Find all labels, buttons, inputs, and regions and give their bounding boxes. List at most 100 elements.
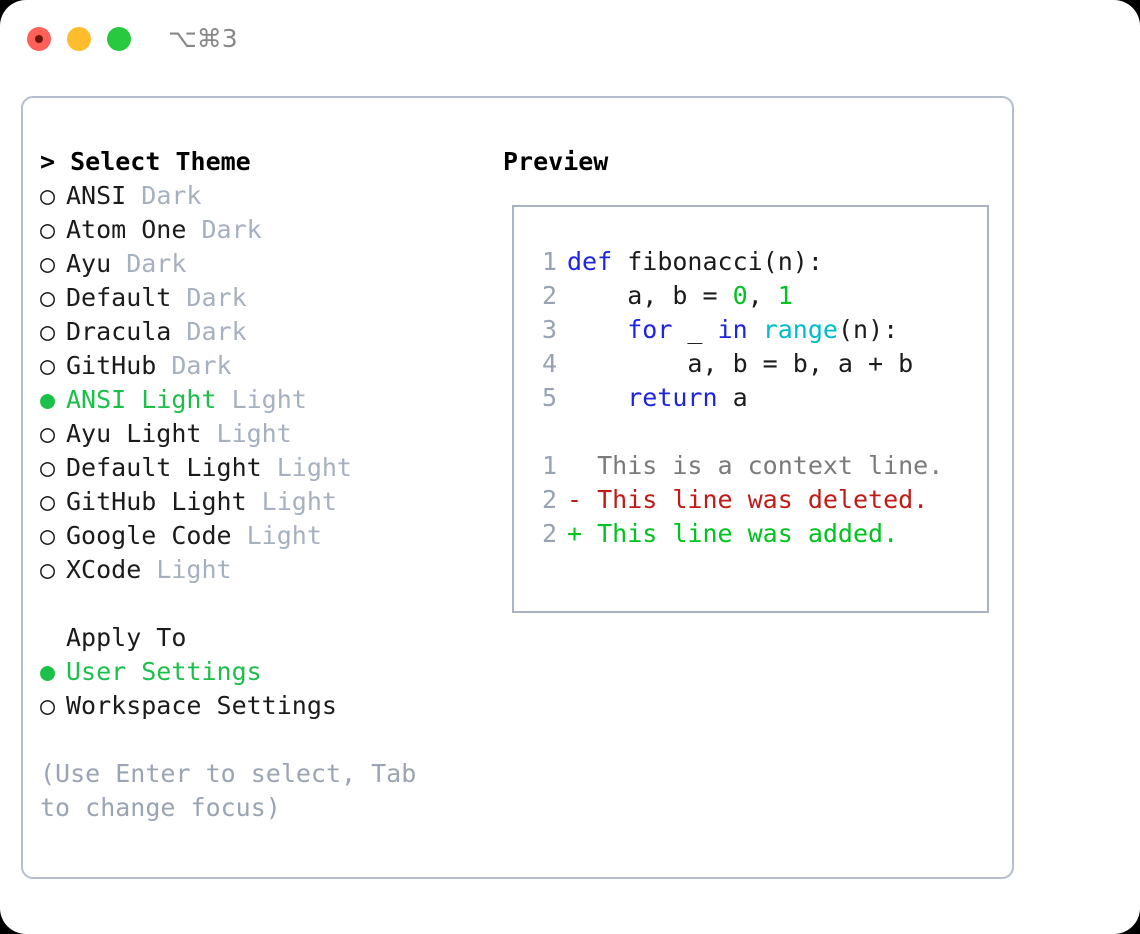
theme-name: GitHub Light (66, 487, 247, 516)
code-token: def (567, 247, 628, 276)
theme-name: Default Light (66, 453, 262, 482)
radio-unselected-icon: ○ (40, 351, 56, 380)
theme-name: Ayu (66, 249, 112, 278)
code-token: range (762, 315, 838, 344)
theme-kind-badge: Dark (171, 317, 247, 346)
line-number: 4 (541, 349, 557, 378)
theme-list-item[interactable]: ○XCode Light (40, 553, 480, 587)
title-bar: ⌥⌘3 (0, 0, 1140, 78)
code-token: (n): (837, 315, 899, 344)
code-token: 0 (732, 281, 748, 310)
theme-name: Default (66, 283, 172, 312)
code-token: a (717, 383, 748, 412)
theme-kind-badge: Dark (186, 215, 262, 244)
apply-to-option[interactable]: ●User Settings (40, 655, 480, 689)
line-number: 2 (541, 281, 557, 310)
diff-line: 1 This is a context line. (525, 449, 981, 483)
radio-unselected-icon: ○ (40, 555, 56, 584)
theme-kind-badge: Light (246, 487, 337, 516)
diff-line: 2 + This line was added. (525, 517, 981, 551)
radio-unselected-icon: ○ (40, 181, 56, 210)
radio-unselected-icon: ○ (40, 487, 56, 516)
theme-name: ANSI Light (66, 385, 217, 414)
radio-unselected-icon: ○ (40, 419, 56, 448)
code-token: in (717, 315, 748, 344)
code-token: fibonacci(n): (627, 247, 823, 276)
code-line: 2 a, b = 0, 1 (525, 279, 981, 313)
line-number: 1 (541, 451, 557, 480)
code-token: a, b = (567, 281, 733, 310)
code-token: 1 (777, 281, 793, 310)
radio-unselected-icon: ○ (40, 691, 56, 720)
code-token: _ (672, 315, 718, 344)
theme-list-item[interactable]: ● ANSI Light Light (40, 383, 480, 417)
code-line: 1 def fibonacci(n): (525, 245, 981, 279)
diff-text: - This line was deleted. (567, 485, 929, 514)
apply-to-label: Workspace Settings (66, 691, 337, 720)
radio-unselected-icon: ○ (40, 453, 56, 482)
theme-kind-badge: Light (141, 555, 232, 584)
code-line: 5 return a (525, 381, 981, 415)
theme-list-item[interactable]: ○ Atom One Dark (40, 213, 480, 247)
radio-unselected-icon: ○ (40, 521, 56, 550)
theme-list-item[interactable]: ○ GitHub Dark (40, 349, 480, 383)
theme-name: Atom One (66, 215, 187, 244)
theme-kind-badge: Light (261, 453, 352, 482)
code-line: 3 for _ in range(n): (525, 313, 981, 347)
theme-picker: > Select Theme ○ANSI Dark○Atom One Dark○… (40, 145, 480, 825)
radio-unselected-icon: ○ (40, 283, 56, 312)
code-token (567, 383, 627, 412)
code-line: 4 a, b = b, a + b (525, 347, 981, 381)
radio-unselected-icon: ○ (40, 249, 56, 278)
apply-to-list: ●User Settings○ Workspace Settings (40, 655, 480, 723)
line-number: 5 (541, 383, 557, 412)
code-token: a, b = b, a + b (567, 349, 914, 378)
theme-name: ANSI (66, 181, 127, 210)
close-button[interactable] (27, 27, 51, 51)
diff-text: This is a context line. (567, 451, 944, 480)
theme-list-item[interactable]: ○ GitHub Light Light (40, 485, 480, 519)
line-number: 2 (541, 519, 557, 548)
code-token: return (627, 383, 718, 412)
minimize-button[interactable] (67, 27, 91, 51)
code-token (567, 315, 627, 344)
theme-list-item[interactable]: ○ ANSI Dark (40, 179, 480, 213)
line-number: 2 (541, 485, 557, 514)
theme-kind-badge: Light (231, 521, 322, 550)
theme-list-item[interactable]: ○ Default Light Light (40, 451, 480, 485)
theme-list-item[interactable]: ○Google Code Light (40, 519, 480, 553)
theme-list-item[interactable]: ○Ayu Light Light (40, 417, 480, 451)
theme-kind-badge: Light (216, 385, 307, 414)
diff-text: + This line was added. (567, 519, 899, 548)
content-panel: > Select Theme ○ANSI Dark○Atom One Dark○… (21, 96, 1014, 879)
keyboard-hint: (Use Enter to select, Tab to change focu… (40, 759, 417, 822)
maximize-button[interactable] (107, 27, 131, 51)
preview-title: Preview (503, 147, 609, 176)
theme-list-item[interactable]: ○ Ayu Dark (40, 247, 480, 281)
radio-unselected-icon: ○ (40, 215, 56, 244)
theme-name: GitHub (66, 351, 157, 380)
theme-list: ○ ANSI Dark ○ Atom One Dark ○ Ayu Dark ○ Defaul… (40, 179, 480, 587)
window-title: ⌥⌘3 (168, 24, 238, 53)
diff-line: 2 - This line was deleted. (525, 483, 981, 517)
apply-to-header: Apply To (66, 623, 187, 652)
code-token (748, 315, 763, 344)
theme-list-item[interactable]: ○Dracula Dark (40, 315, 480, 349)
code-token: for (627, 315, 673, 344)
theme-list-item[interactable]: ○Default Dark (40, 281, 480, 315)
line-number: 3 (541, 315, 557, 344)
code-blank-line (525, 415, 981, 449)
radio-unselected-icon: ○ (40, 317, 56, 346)
apply-to-option[interactable]: ○ Workspace Settings (40, 689, 480, 723)
line-number: 1 (541, 247, 557, 276)
radio-selected-icon: ● (40, 657, 56, 686)
theme-kind-badge: Dark (156, 351, 232, 380)
theme-kind-badge: Dark (126, 181, 202, 210)
theme-kind-badge: Dark (111, 249, 187, 278)
theme-name: Ayu Light (66, 419, 202, 448)
radio-selected-icon: ● (40, 385, 56, 414)
